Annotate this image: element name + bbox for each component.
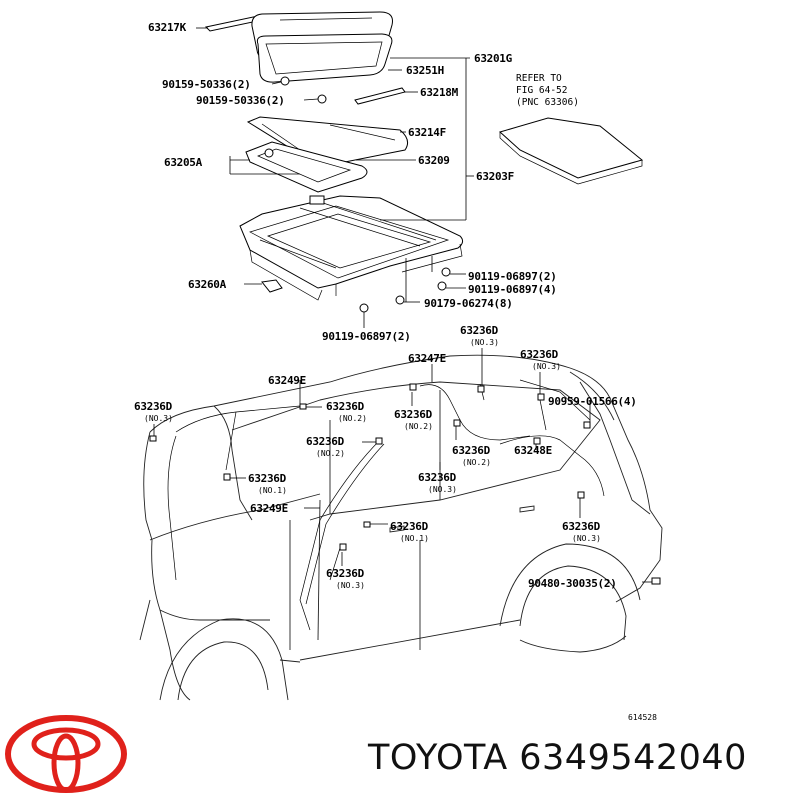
nut-90179: [395, 295, 405, 305]
label-63236d-top: 63236D: [460, 324, 499, 337]
label-63201g: 63201G: [474, 52, 513, 65]
label-63236d-bottom: 63236D: [326, 567, 365, 580]
label-90119-c: 90119-06897(2): [322, 330, 411, 343]
label-63249e-top: 63249E: [268, 374, 306, 387]
label-90119-a: 90119-06897(2): [468, 270, 557, 283]
sublabel-no3a: (NO.3): [428, 485, 457, 494]
frame-63205a: [245, 141, 368, 193]
label-63214f: 63214F: [408, 126, 446, 139]
bolt-90119-a: [441, 267, 451, 277]
label-63236d-mid: 63236D: [306, 435, 345, 448]
label-90159-b: 90159-50336(2): [196, 94, 285, 107]
sublabel-mid: (NO.2): [316, 449, 345, 458]
label-63205a: 63205A: [164, 156, 203, 169]
clips-63236d: [149, 383, 661, 585]
label-63236d-right: 63236D: [562, 520, 601, 533]
label-63236d-no1b: 63236D: [390, 520, 429, 533]
label-63236d-no3a: 63236D: [418, 471, 457, 484]
sunroof-housing-63203f: [239, 195, 464, 289]
label-63236d-no1a: 63236D: [248, 472, 287, 485]
vehicle-outline: [139, 354, 663, 701]
clip-63209: [264, 148, 274, 158]
label-63236d-topright: 63236D: [520, 348, 559, 361]
housing-rail-inner: [267, 213, 432, 269]
label-63236d-no2c: 63236D: [452, 444, 491, 457]
sublabel-no2a: (NO.2): [338, 414, 367, 423]
label-90480: 90480-30035(2): [528, 577, 617, 590]
clip-no1a: [223, 473, 231, 481]
label-63260a: 63260A: [188, 278, 227, 291]
clip-90959: [583, 421, 591, 429]
deflector-63214f: [246, 116, 409, 163]
housing-track: [259, 201, 437, 269]
drain-hoses: [167, 379, 605, 631]
label-63236d-no2b: 63236D: [394, 408, 433, 421]
seal-inner-line: [265, 41, 383, 75]
sublabel-right: (NO.3): [572, 534, 601, 543]
sublabel-no1a: (NO.1): [258, 486, 287, 495]
deflector-detail: [261, 123, 396, 151]
label-63236d-no2a: 63236D: [326, 400, 365, 413]
clip-left: [149, 435, 157, 442]
sublabel-no1b: (NO.1): [400, 534, 429, 543]
clip-mid: [375, 437, 383, 445]
drain-63260a: [261, 279, 283, 293]
sublabel-left: (NO.3): [144, 414, 173, 423]
label-90179: 90179-06274(8): [424, 297, 513, 310]
sublabel-no2b: (NO.2): [404, 422, 433, 431]
label-63217k: 63217K: [148, 21, 187, 34]
sublabel-bottom: (NO.3): [336, 581, 365, 590]
clip-no2b: [409, 383, 417, 391]
reference-line-3: (PNC 63306): [516, 97, 579, 108]
reference-line-1: REFER TO: [516, 73, 562, 84]
housing-rail-outer: [249, 205, 450, 279]
label-63247e: 63247E: [408, 352, 446, 365]
reference-glass-panel: [498, 117, 644, 179]
clip-no2a: [299, 403, 307, 410]
clip-top: [477, 385, 485, 393]
housing-motor: [309, 195, 325, 205]
label-63248e: 63248E: [514, 444, 552, 457]
reference-glass-edge: [499, 132, 643, 185]
sublabel-top: (NO.3): [470, 338, 499, 347]
bolt-90119-b: [437, 281, 447, 291]
label-63203f: 63203F: [476, 170, 514, 183]
label-63249e-mid: 63249E: [250, 502, 288, 515]
drawing-number: 614528: [628, 713, 657, 722]
clip-topright: [537, 393, 545, 401]
brand-caption: TOYOTA 6349542040: [368, 738, 747, 778]
clip-no1b: [363, 521, 371, 528]
label-63236d-left: 63236D: [134, 400, 173, 413]
toyota-logo: [5, 715, 127, 793]
clip-90480: [651, 577, 661, 585]
reference-line-2: FIG 64-52: [516, 85, 567, 96]
clip-bottom: [339, 543, 347, 551]
screw-90159-a: [280, 76, 290, 86]
part-labels: 63217K 63201G 63251H 90159-50336(2) 9015…: [134, 21, 657, 722]
sublabel-no2c: (NO.2): [462, 458, 491, 467]
label-63251h: 63251H: [406, 64, 444, 77]
leader-lines-body: [153, 348, 652, 583]
clip-no3a: [533, 437, 541, 445]
strip-63218m: [354, 87, 406, 105]
label-90159-a: 90159-50336(2): [162, 78, 251, 91]
seal-63251h: [256, 33, 393, 83]
screw-90159-b: [317, 94, 327, 104]
leader-lines-sunroof: [196, 27, 474, 328]
label-90959: 90959-01566(4): [548, 395, 637, 408]
clip-right: [577, 491, 585, 499]
label-63218m: 63218M: [420, 86, 459, 99]
sublabel-topright: (NO.3): [532, 362, 561, 371]
housing-underside: [249, 243, 463, 301]
label-90119-b: 90119-06897(4): [468, 283, 557, 296]
clip-no2c: [453, 419, 461, 427]
label-63209: 63209: [418, 154, 450, 167]
bolt-90119-c: [359, 303, 369, 313]
